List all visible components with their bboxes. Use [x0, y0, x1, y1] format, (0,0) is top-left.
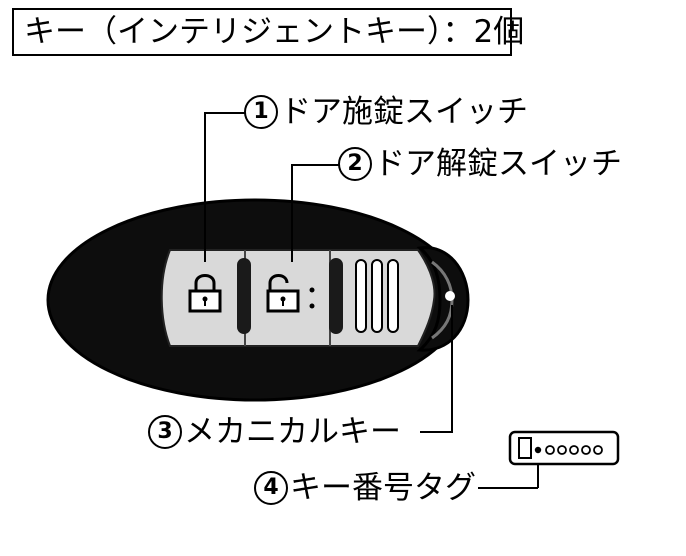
unlock-icon[interactable] [266, 274, 315, 313]
callout-mechanical-key: 3 メカニカルキー [148, 414, 401, 450]
callout-label-4: キー番号タグ [290, 470, 476, 506]
callout-door-lock-switch: 1 ドア施錠スイッチ [244, 94, 528, 130]
callout-key-number-tag: 4 キー番号タグ [254, 470, 476, 506]
key-number-tag [508, 430, 620, 466]
callout-number-4: 4 [254, 471, 288, 505]
lock-icon[interactable] [188, 274, 222, 313]
callout-1-leader [204, 112, 245, 262]
callout-label-1: ドア施錠スイッチ [280, 94, 528, 130]
callout-door-unlock-switch: 2 ドア解錠スイッチ [338, 146, 622, 182]
callout-label-2: ドア解錠スイッチ [374, 146, 622, 182]
mechanical-key-release-dot [445, 291, 455, 301]
mechanical-key-ring [416, 246, 470, 352]
page-title: キー（インテリジェントキー）：2個 [12, 8, 524, 56]
callout-label-3: メカニカルキー [184, 414, 401, 450]
button-divider-1 [237, 258, 251, 334]
callout-number-2: 2 [338, 147, 372, 181]
button-divider-2 [329, 258, 343, 334]
callout-2-leader [291, 164, 340, 262]
callout-number-3: 3 [148, 415, 182, 449]
callout-number-1: 1 [244, 95, 278, 129]
callout-3-leader [420, 305, 453, 433]
grip-grooves [355, 259, 399, 333]
